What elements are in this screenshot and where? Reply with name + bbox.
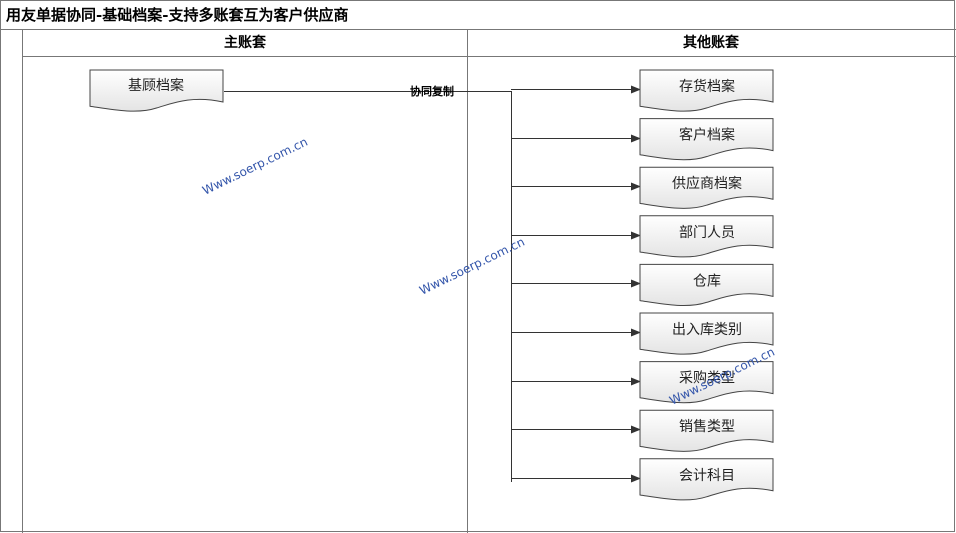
target-document: 部门人员 [639,215,774,258]
target-document-label: 销售类型 [679,419,735,435]
edge-label: 协同复制 [410,84,454,98]
target-document-shape [639,69,774,112]
target-document-shape [639,312,774,355]
source-document: 基顾档案 [89,69,224,112]
target-document-shape [639,263,774,307]
branch-connectors [511,85,641,483]
target-document-shape [639,166,774,209]
target-document-label: 会计科目 [679,468,735,484]
target-document: 供应商档案 [639,166,774,209]
target-document-label: 出入库类别 [672,322,742,338]
target-document: 存货档案 [639,69,774,112]
source-document-label: 基顾档案 [128,77,184,94]
target-document-shape [639,361,774,404]
target-document: 采购类型 [639,361,774,404]
lane-header-main: 主账套 [224,34,266,51]
source-document-shape [89,69,224,112]
diagram-title: 用友单据协同-基础档案-支持多账套互为客户供应商 [6,6,348,24]
target-document-label: 仓库 [693,273,721,289]
target-document-shape [639,215,774,258]
target-document-label: 供应商档案 [672,175,742,192]
target-document-label: 存货档案 [679,78,735,95]
target-document-label: 采购类型 [679,371,735,387]
target-document: 销售类型 [639,409,774,452]
target-document-shape [639,458,774,501]
target-document-label: 部门人员 [679,225,735,241]
target-document: 仓库 [639,263,774,307]
target-document: 出入库类别 [639,312,774,355]
target-document-label: 客户档案 [679,127,735,144]
target-document: 客户档案 [639,118,774,161]
lane-header-others: 其他账套 [683,34,739,51]
target-document-shape [639,118,774,161]
target-document: 会计科目 [639,458,774,501]
target-document-shape [639,409,774,452]
